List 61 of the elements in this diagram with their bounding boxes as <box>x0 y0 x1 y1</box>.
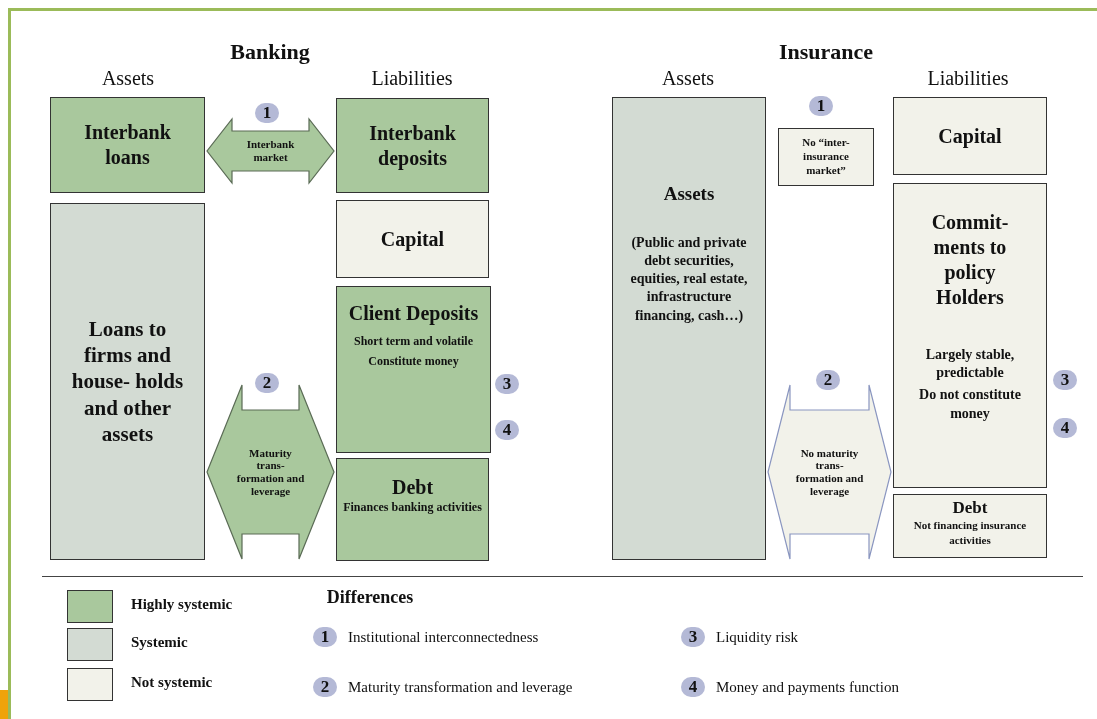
heading: Assets <box>101 68 155 88</box>
legend-text: Highly systemic <box>131 596 233 612</box>
category-box <box>778 128 874 186</box>
difference-text: Liquidity risk <box>716 629 799 645</box>
callout-number: 2 <box>313 677 337 697</box>
difference-text: Institutional interconnectedness <box>348 629 539 645</box>
legend-text: Systemic <box>131 634 188 650</box>
category-box <box>893 183 1047 488</box>
heading: Liabilities <box>371 68 453 88</box>
box-title: Loans to firms and house- holds and other assets <box>70 315 185 448</box>
box-note: Finances banking activities <box>343 500 482 516</box>
box-title: Commit- ments to policy Holders <box>930 210 1010 310</box>
box-title: Capital <box>938 123 1002 149</box>
callout-number: 4 <box>681 677 705 697</box>
box-title: No “inter-insurance market” <box>801 136 851 178</box>
callout-number: 1 <box>255 103 279 123</box>
double-block-arrow <box>767 384 892 560</box>
double-block-arrow <box>206 117 335 185</box>
callout-number: 2 <box>816 370 840 390</box>
double-block-arrow <box>206 384 335 560</box>
difference-text: Maturity transformation and leverage <box>348 679 573 695</box>
category-box <box>336 286 491 453</box>
callout-number: 3 <box>1053 370 1077 390</box>
category-box <box>612 97 766 560</box>
category-box <box>50 203 205 560</box>
category-box <box>336 98 489 193</box>
category-box <box>336 200 489 278</box>
callout-number: 4 <box>495 420 519 440</box>
box-title: Interbank loans <box>83 120 172 170</box>
box-title: Client Deposits <box>348 301 479 326</box>
heading: Insurance <box>778 41 874 63</box>
box-title: Capital <box>380 226 445 252</box>
box-note: Not financing insurance activities <box>912 518 1028 547</box>
edge-label: No maturity trans- formation and leverage <box>794 446 865 498</box>
box-note: Largely stable, predictable <box>924 346 1016 383</box>
difference-text: Money and payments function <box>716 679 899 695</box>
callout-number: 1 <box>809 96 833 116</box>
category-box <box>893 494 1047 558</box>
legend-text: Not systemic <box>131 674 213 690</box>
box-note: Constitute money <box>368 353 459 370</box>
callout-number: 2 <box>255 373 279 393</box>
edge-label: Maturity trans- formation and leverage <box>236 446 305 498</box>
callout-number: 3 <box>495 374 519 394</box>
heading: Banking <box>230 41 310 63</box>
category-box <box>50 97 205 193</box>
box-title: Interbank deposits <box>368 120 457 171</box>
box-title: Assets <box>663 182 715 206</box>
callout-number: 3 <box>681 627 705 647</box>
heading: Assets <box>661 68 715 88</box>
heading: Liabilities <box>927 68 1009 88</box>
box-note: (Public and private debt securities, equities, real estate, infrastructure financing, cash…) <box>629 233 749 325</box>
box-note: Short term and volatile <box>354 334 473 350</box>
edge-label: Interbank market <box>245 138 296 164</box>
box-note: Do not constitute money <box>918 386 1022 423</box>
callout-number: 1 <box>313 627 337 647</box>
heading: Differences <box>326 588 414 606</box>
category-box <box>893 97 1047 175</box>
category-box <box>336 458 489 561</box>
box-title: Debt <box>952 497 988 519</box>
callout-number: 4 <box>1053 418 1077 438</box>
box-title: Debt <box>391 475 434 500</box>
